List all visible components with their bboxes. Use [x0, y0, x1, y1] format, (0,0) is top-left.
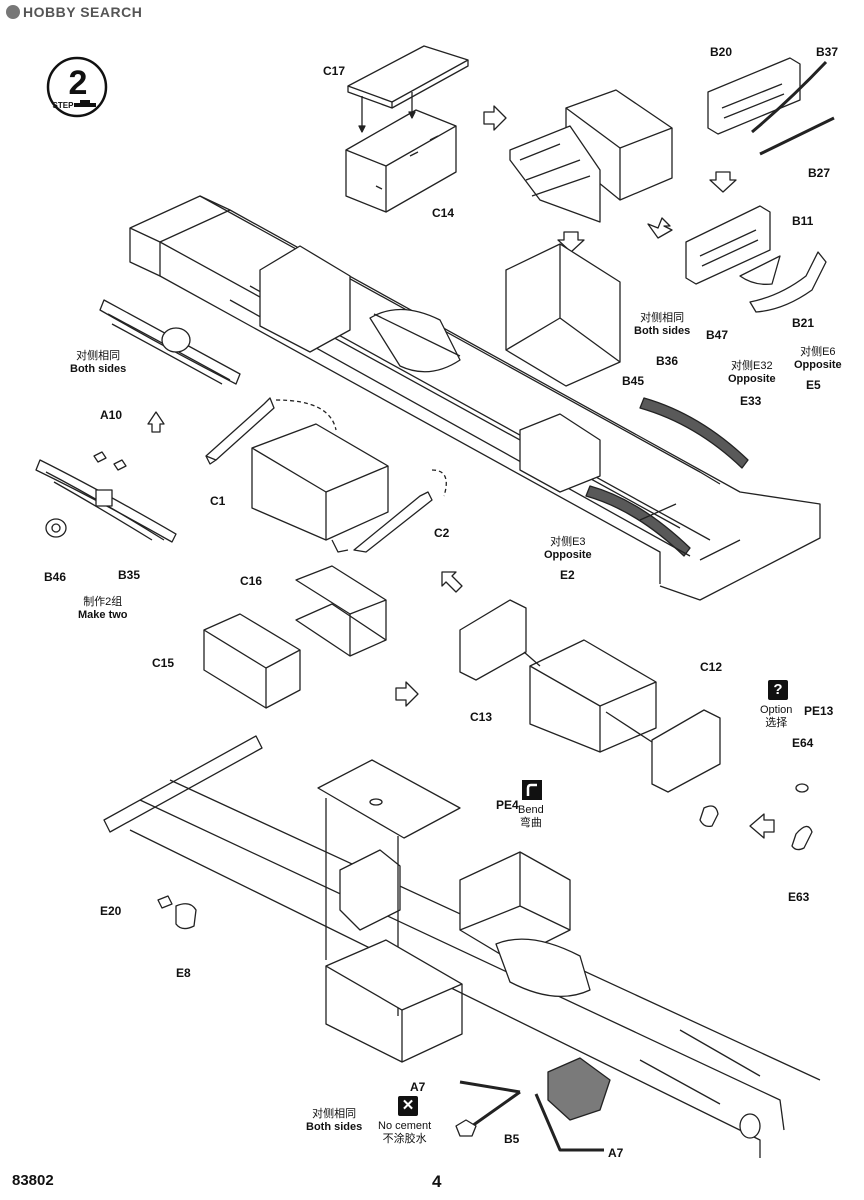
note-both-sides-right: 对侧相同 Both sides — [634, 312, 691, 337]
label-b35: B35 — [118, 568, 141, 582]
note-opposite-e6: 对侧E6 Opposite — [794, 346, 842, 371]
upper-chassis-frame — [129, 195, 821, 601]
watermark: HOBBY SEARCH — [6, 4, 142, 20]
part-c14-box — [345, 109, 457, 213]
label-c2: C2 — [434, 526, 450, 540]
label-b46: B46 — [44, 570, 67, 584]
label-b11: B11 — [792, 214, 814, 228]
part-c2-bracket — [353, 491, 433, 553]
part-e63 — [791, 825, 813, 851]
label-a10: A10 — [100, 408, 123, 422]
direction-arrows — [147, 105, 775, 839]
part-b20-panel — [707, 57, 801, 135]
note-option: Option 选择 — [760, 704, 793, 729]
part-c13-lid — [459, 599, 527, 681]
label-b47: B47 — [706, 328, 729, 342]
note-bend: Bend 弯曲 — [518, 804, 544, 829]
leaf-spring-left-assembly — [35, 451, 177, 543]
step-badge: 2 STEP — [46, 56, 108, 118]
option-question-icon: ? — [768, 680, 788, 700]
label-c15: C15 — [152, 656, 175, 670]
part-b11-panel — [685, 205, 781, 285]
step-word: STEP — [53, 101, 75, 110]
part-c15-cover — [203, 613, 301, 709]
part-e64 — [795, 783, 809, 793]
part-storage-box-exploded — [509, 89, 673, 223]
note-no-cement: No cement 不涂胶水 — [378, 1120, 432, 1145]
label-c1: C1 — [210, 494, 226, 508]
part-fuel-tank — [251, 423, 389, 553]
part-e8-e20 — [157, 895, 197, 930]
note-both-sides-left: 对侧相同 Both sides — [70, 350, 127, 375]
label-c16: C16 — [240, 574, 263, 588]
note-opposite-e32: 对侧E32 Opposite — [728, 360, 776, 385]
label-c14: C14 — [432, 206, 455, 220]
tank-icon — [74, 100, 96, 107]
label-b5: B5 — [504, 1132, 520, 1146]
label-b27: B27 — [808, 166, 831, 180]
note-opposite-e3: 对侧E3 Opposite — [544, 536, 592, 561]
label-a7-top: A7 — [410, 1080, 426, 1094]
label-e64: E64 — [792, 736, 814, 750]
label-c13: C13 — [470, 710, 493, 724]
label-pe4: PE4 — [496, 798, 519, 812]
label-e20: E20 — [100, 904, 122, 918]
part-b5 — [455, 1119, 477, 1137]
hobby-search-logo-icon — [6, 5, 20, 19]
label-b37: B37 — [816, 45, 839, 59]
label-pe13: PE13 — [804, 704, 834, 718]
part-a7-arms — [459, 1057, 761, 1152]
product-code: 83802 — [12, 1172, 54, 1189]
lower-chassis-frame — [103, 735, 821, 1158]
note-make-two: 制作2组 Make two — [78, 596, 128, 621]
part-c12-lid — [651, 709, 721, 793]
note-both-sides-bottom: 对侧相同 Both sides — [306, 1108, 363, 1133]
part-c1-bracket — [205, 397, 275, 465]
step-number: 2 — [69, 64, 88, 102]
part-b37-b27-rods — [751, 60, 835, 156]
label-e63: E63 — [788, 890, 810, 904]
label-b36: B36 — [656, 354, 679, 368]
part-b21-mudguard — [749, 251, 827, 313]
label-e5: E5 — [806, 378, 821, 392]
label-a7-bottom: A7 — [608, 1146, 624, 1160]
part-battery-box — [529, 639, 657, 753]
leaf-spring-right-upper — [585, 397, 749, 557]
label-c17: C17 — [323, 64, 346, 78]
label-c12: C12 — [700, 660, 723, 674]
label-b21: B21 — [792, 316, 815, 330]
no-cement-icon: ✕ — [398, 1096, 418, 1116]
part-c17-lid — [347, 45, 469, 109]
part-pipe — [699, 805, 719, 828]
label-b20: B20 — [710, 45, 733, 59]
label-e33: E33 — [740, 394, 762, 408]
label-b45: B45 — [622, 374, 645, 388]
leaf-spring-left-upper — [99, 299, 241, 385]
part-pe4-plate — [317, 759, 461, 839]
label-e2: E2 — [560, 568, 575, 582]
part-lower-fuel-tank — [325, 939, 463, 1063]
bend-icon — [522, 780, 542, 800]
page-number: 4 — [432, 1172, 442, 1191]
label-e8: E8 — [176, 966, 191, 980]
part-c16-cover — [295, 565, 387, 657]
